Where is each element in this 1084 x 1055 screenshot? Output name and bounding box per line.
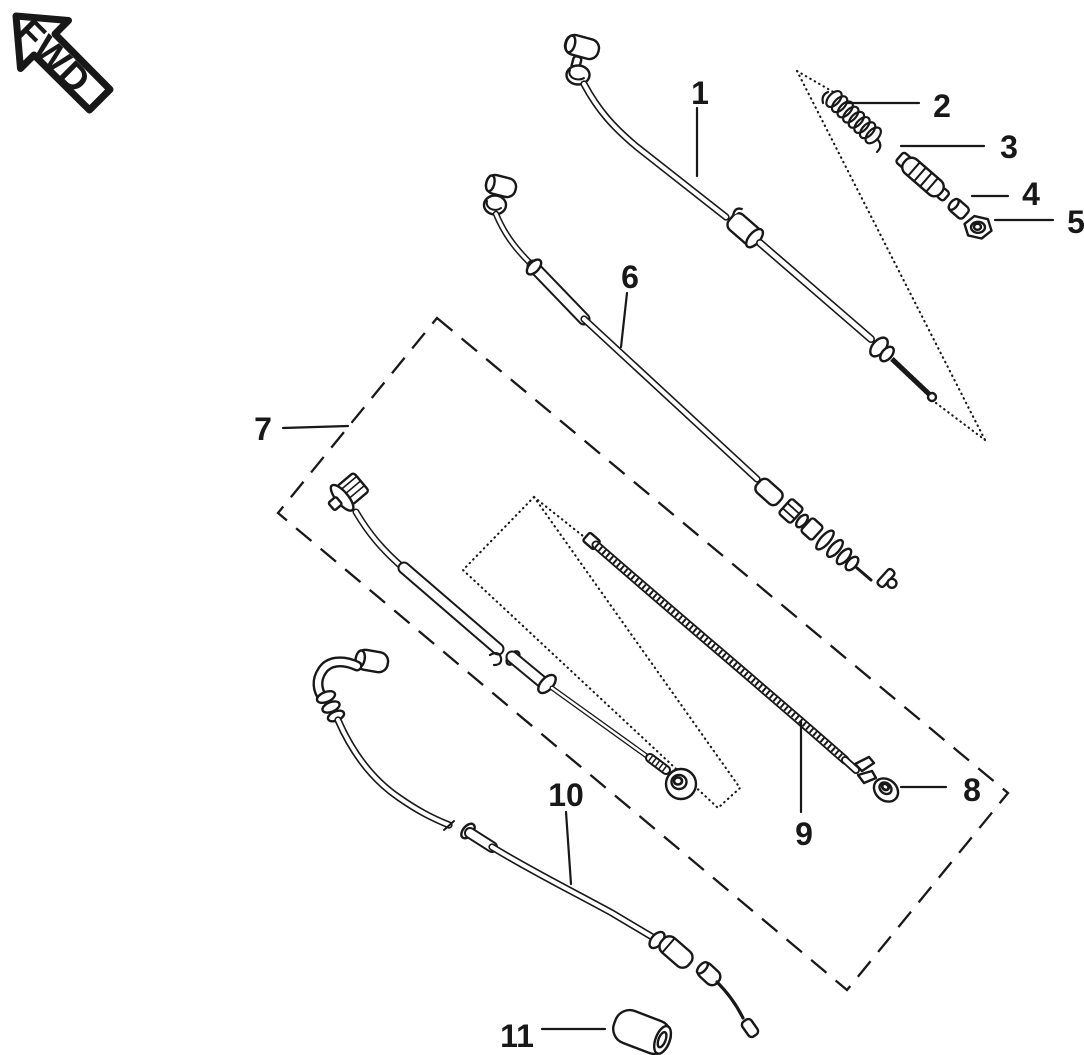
callout-label: 11 xyxy=(500,1018,534,1054)
lock-nut xyxy=(778,498,804,524)
cable-1 xyxy=(563,33,938,403)
spring-2 xyxy=(821,90,882,154)
callout-9: 9 xyxy=(795,720,813,852)
leader-line xyxy=(564,810,573,886)
grommet-8 xyxy=(872,777,900,803)
nut-5 xyxy=(963,214,993,240)
lock-nut xyxy=(800,517,824,541)
callout-label: 6 xyxy=(621,259,639,295)
cable-fork-end xyxy=(876,567,898,590)
callout-8: 8 xyxy=(899,772,981,808)
inner-shaft-9 xyxy=(582,531,878,785)
callout-10: 10 xyxy=(548,777,584,886)
joint-4 xyxy=(947,197,970,220)
cable-end-cap xyxy=(740,1017,760,1039)
callout-label: 1 xyxy=(691,75,709,111)
callout-label: 4 xyxy=(1022,176,1040,212)
callout-11: 11 xyxy=(500,1018,607,1054)
knurled-connector-nut xyxy=(664,767,698,801)
callout-label: 3 xyxy=(1000,129,1018,165)
callout-label: 5 xyxy=(1067,204,1084,240)
cable-end-barrel xyxy=(563,33,601,61)
knurled-cap xyxy=(327,472,369,512)
group-box-7-outline xyxy=(276,316,1010,992)
callout-3: 3 xyxy=(899,129,1018,165)
callout-label: 7 xyxy=(254,411,272,447)
callout-6: 6 xyxy=(619,259,639,349)
rubber-cap-11 xyxy=(612,1008,673,1055)
speedometer-cable-7 xyxy=(327,472,698,801)
cable-end-barrel xyxy=(484,173,518,199)
callout-label: 9 xyxy=(795,816,813,852)
fwd-arrow-icon: FWD xyxy=(8,11,114,114)
callout-label: 8 xyxy=(963,772,981,808)
leader-line xyxy=(281,424,350,430)
adjuster-3 xyxy=(895,151,950,202)
cable-adjuster xyxy=(658,935,694,969)
cable-10 xyxy=(312,648,760,1039)
callout-label: 10 xyxy=(548,777,584,813)
callout-4: 4 xyxy=(970,176,1040,212)
callout-label: 2 xyxy=(933,88,951,124)
cable-6 xyxy=(482,173,898,590)
callout-5: 5 xyxy=(993,204,1084,240)
sub-group-dotted-outline xyxy=(461,495,742,810)
callout-2: 2 xyxy=(846,88,951,124)
callout-1: 1 xyxy=(691,75,709,178)
leader-line xyxy=(619,291,629,349)
callout-7: 7 xyxy=(254,411,350,447)
callouts: 1 2 3 4 5 6 7 8 xyxy=(254,75,1084,1054)
assembly-guide-dotted-lines xyxy=(795,69,987,442)
